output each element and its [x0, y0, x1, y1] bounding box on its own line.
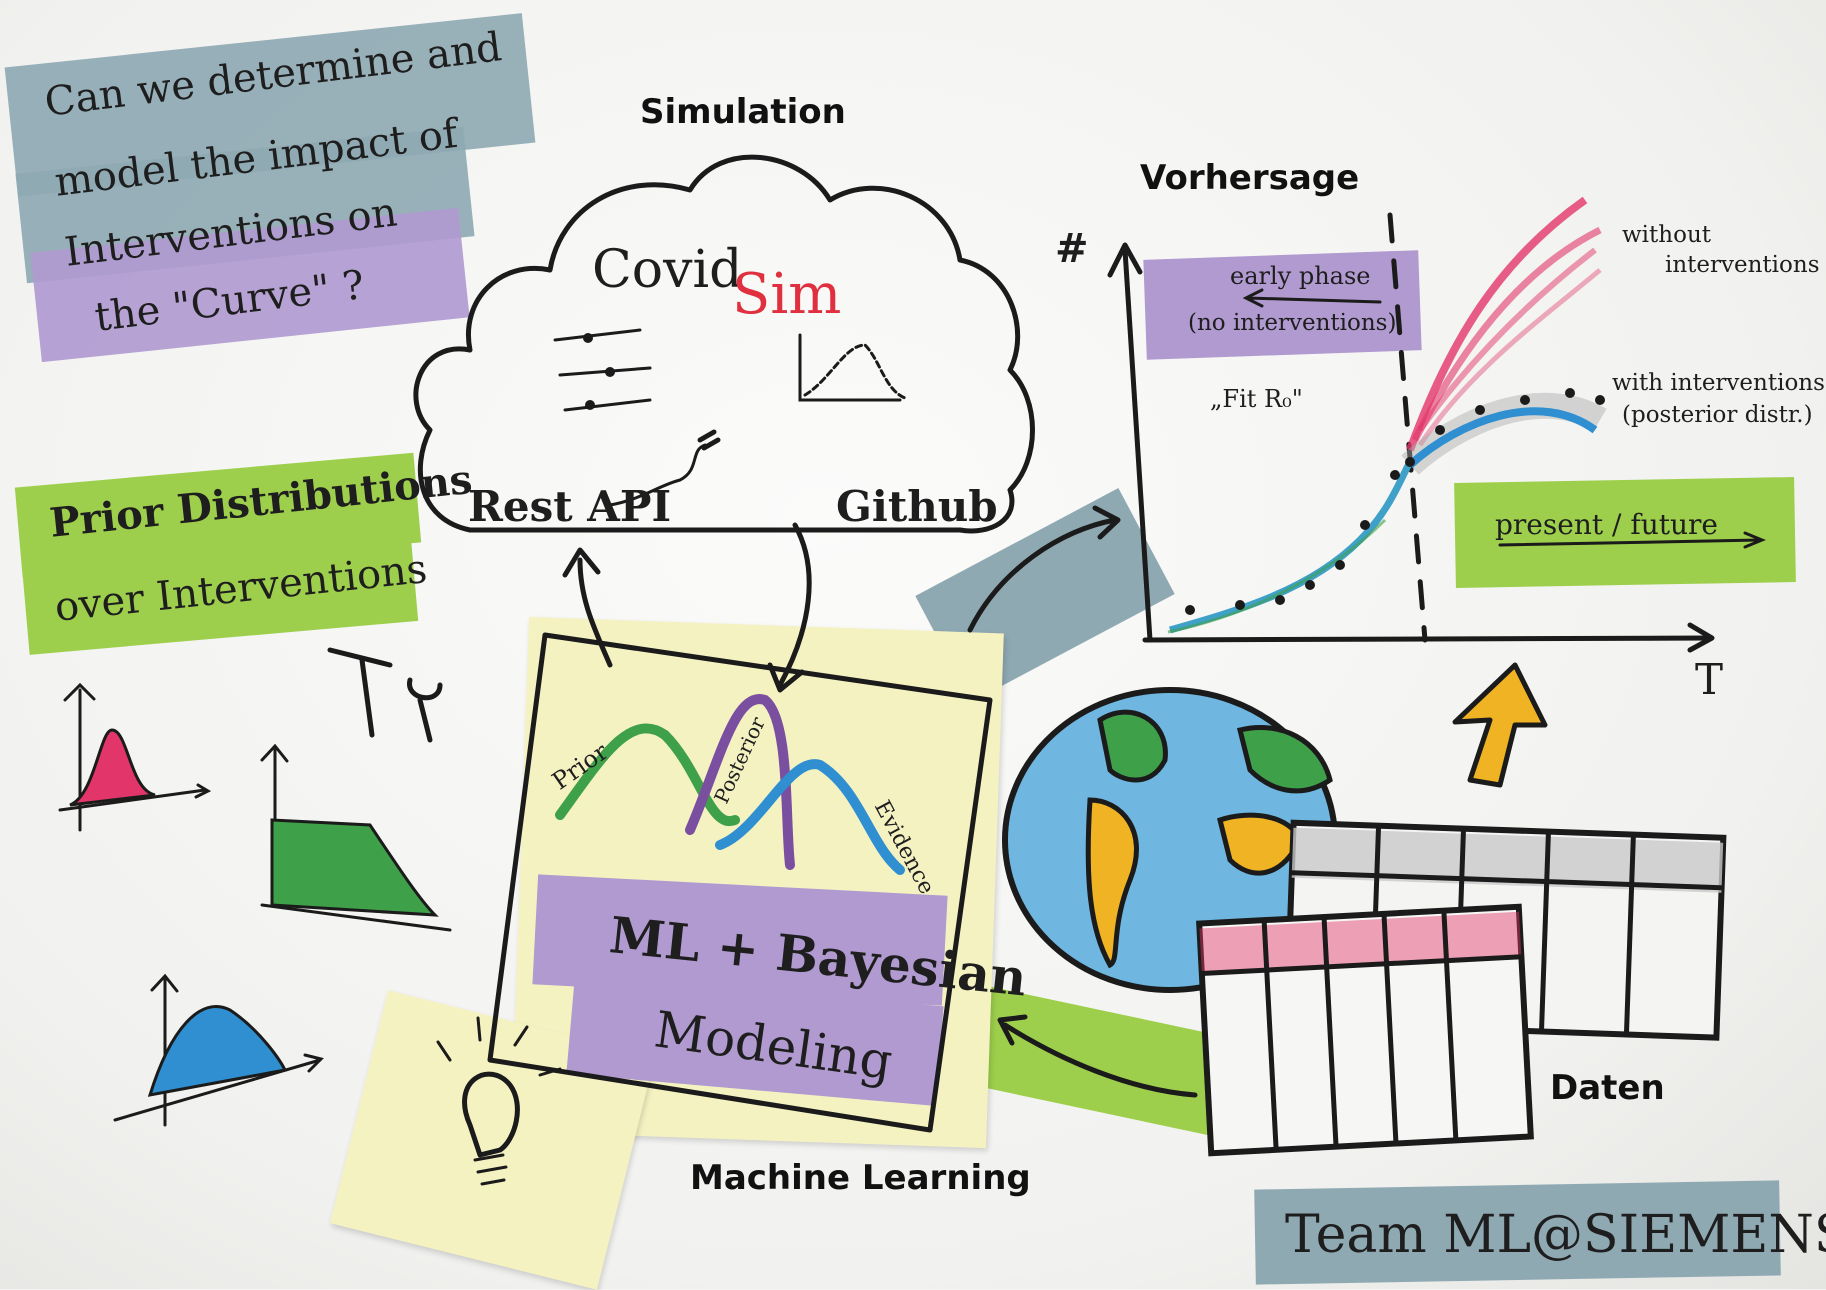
with-label-2: (posterior distr.) [1622, 402, 1813, 428]
prior-curve [555, 723, 740, 827]
evidence-curve [715, 759, 905, 875]
github-label: Github [836, 482, 998, 531]
simulation-label: Simulation [640, 92, 846, 132]
data-label: Daten [1550, 1068, 1665, 1108]
sim-label: Sim [732, 262, 842, 327]
yellow-arrow [1452, 662, 1548, 788]
rest-api-label: Rest API [468, 482, 672, 531]
present-future-label: present / future [1495, 508, 1718, 541]
early-phase-label: early phase [1230, 262, 1371, 290]
team-label: Team ML@SIEMENS [1285, 1205, 1826, 1265]
fit-r0-label: „Fit R₀" [1210, 385, 1303, 413]
forecast-label: Vorhersage [1140, 158, 1360, 198]
covid-label: Covid [592, 240, 743, 300]
cloud-outline [413, 154, 1035, 534]
forecast-y-axis [1122, 247, 1153, 643]
without-label-2: interventions [1665, 252, 1820, 278]
no-interventions-label: (no interventions) [1188, 310, 1397, 336]
y-axis-label: # [1055, 225, 1089, 272]
x-axis-label: T [1695, 655, 1724, 704]
posterior-curve [685, 694, 795, 870]
ml-card-border [487, 632, 993, 1133]
without-label-1: without [1622, 222, 1712, 248]
forecast-x-axis [1142, 635, 1713, 643]
with-label-1: with interventions [1612, 370, 1825, 396]
machine-learning-label: Machine Learning [690, 1158, 1031, 1198]
